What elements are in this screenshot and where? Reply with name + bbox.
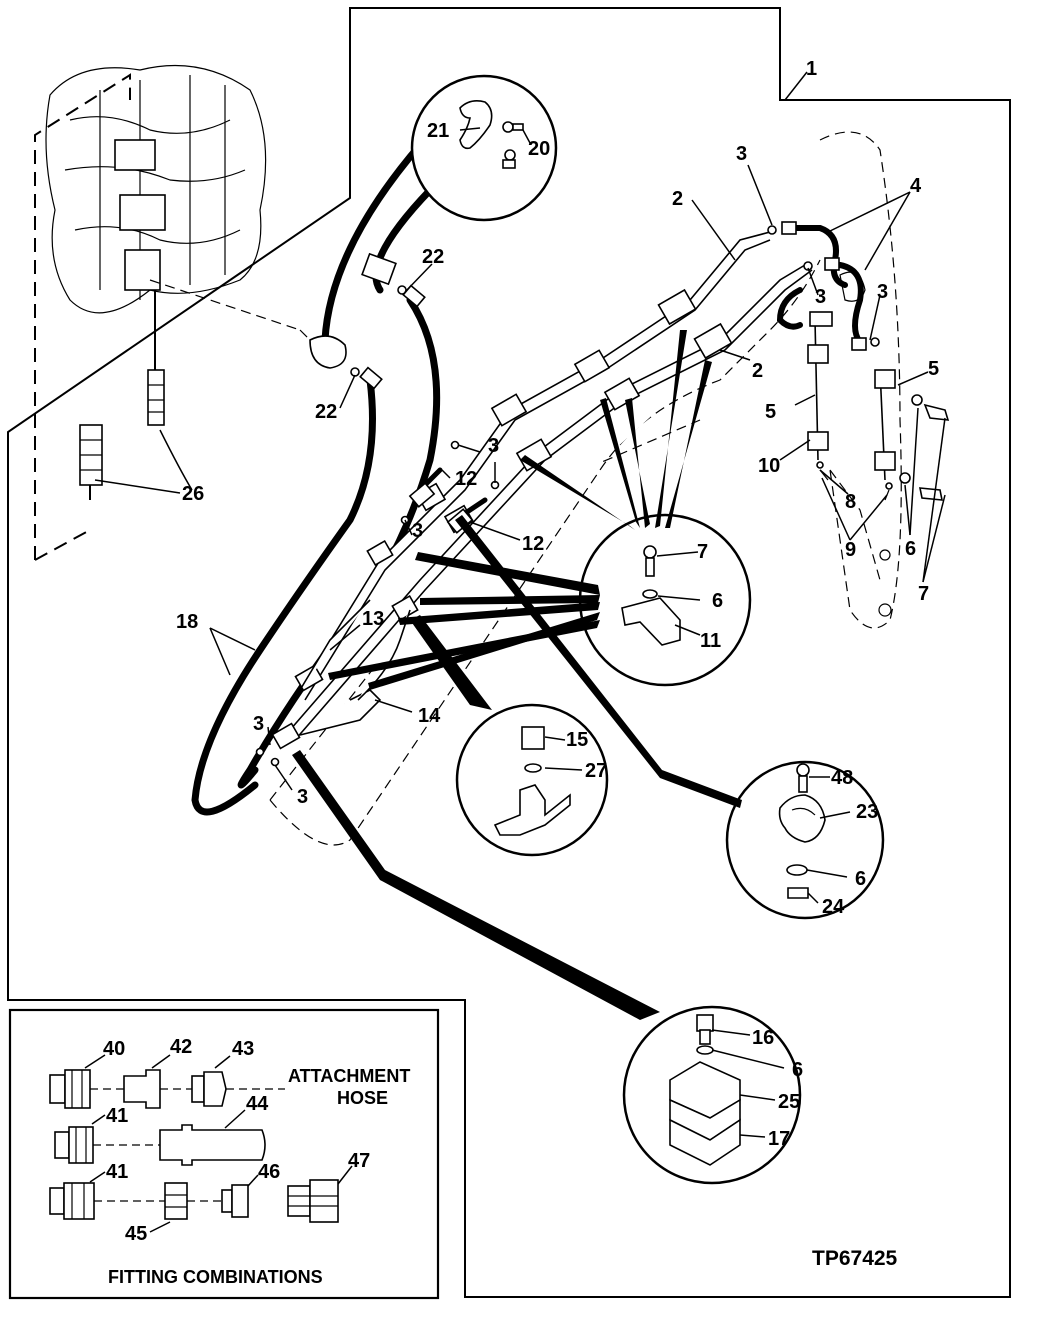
- detail-circle-clamp-48-23-6-24: [725, 760, 885, 920]
- callout-25: 25: [778, 1091, 800, 1113]
- border-frame: [7, 7, 1011, 1298]
- callout-14: 14: [418, 705, 441, 727]
- callout-41: 41: [106, 1105, 128, 1127]
- callout-20: 20: [528, 138, 550, 160]
- callout-17: 17: [768, 1128, 790, 1150]
- callout-48: 48: [831, 767, 853, 789]
- callout-3: 3: [736, 143, 747, 165]
- callout-12: 12: [455, 468, 477, 490]
- callout-26: 26: [182, 483, 204, 505]
- engine-assembly: [34, 64, 301, 561]
- detail-circle-clamp-21-20: [410, 74, 558, 222]
- callout-22: 22: [422, 246, 444, 268]
- callout-10: 10: [758, 455, 780, 477]
- hose-label: HOSE: [337, 1088, 388, 1108]
- callout-7: 7: [918, 583, 929, 605]
- cylinder-tubes-5: [807, 311, 950, 501]
- callout-3: 3: [253, 713, 264, 735]
- callout-45: 45: [125, 1223, 147, 1245]
- attachment-label: ATTACHMENT: [288, 1066, 410, 1086]
- callout-44: 44: [246, 1093, 269, 1115]
- callout-7: 7: [697, 541, 708, 563]
- callout-27: 27: [585, 760, 607, 782]
- callout-42: 42: [170, 1036, 192, 1058]
- callout-24: 24: [822, 896, 845, 918]
- callout-46: 46: [258, 1161, 280, 1183]
- callout-3: 3: [815, 286, 826, 308]
- callout-43: 43: [232, 1038, 254, 1060]
- detail-circle-clamp-7-6-11: [578, 513, 752, 687]
- boom-tubes-2: [289, 231, 813, 741]
- callout-16: 16: [752, 1027, 774, 1049]
- callout-5: 5: [928, 358, 939, 380]
- callout-6: 6: [792, 1059, 803, 1081]
- callout-15: 15: [566, 729, 588, 751]
- callout-11: 11: [700, 630, 721, 652]
- detail-circle-fitting-15-27: [455, 703, 609, 857]
- callout-1: 1: [806, 58, 817, 80]
- callout-2: 2: [752, 360, 763, 382]
- callout-5: 5: [765, 401, 776, 423]
- callout-41: 41: [106, 1161, 128, 1183]
- callout-23: 23: [856, 801, 878, 823]
- fitting-22-upper: [361, 252, 426, 308]
- callout-3: 3: [877, 281, 888, 303]
- drawing-code: TP67425: [812, 1247, 898, 1270]
- callout-labels: 1 2 2 3 3 3 3 3 3 3 4 5 5 6 6 6 6 7 7 8 …: [103, 58, 939, 1245]
- callout-6: 6: [905, 538, 916, 560]
- detail-circle-clamp-stack-16-6-25-17: [622, 1005, 802, 1185]
- callout-leaders: [209, 71, 946, 791]
- hoses-4: [776, 221, 867, 351]
- callout-9: 9: [845, 539, 856, 561]
- callout-4: 4: [910, 175, 922, 197]
- fitting-22-lower: [309, 335, 383, 390]
- inset-title: FITTING COMBINATIONS: [108, 1267, 323, 1287]
- callout-22: 22: [315, 401, 337, 423]
- callout-47: 47: [348, 1150, 370, 1172]
- callout-6: 6: [712, 590, 723, 612]
- hoses-12: [408, 467, 488, 534]
- callout-3: 3: [412, 520, 423, 542]
- callout-12: 12: [522, 533, 544, 555]
- callout-18: 18: [176, 611, 198, 633]
- callout-8: 8: [845, 491, 856, 513]
- hose-bundle-18: [191, 141, 444, 816]
- beam-leaders: [292, 330, 742, 1020]
- callout-3: 3: [488, 435, 499, 457]
- callout-2: 2: [672, 188, 683, 210]
- fitting-combinations-inset: [8, 1008, 440, 1300]
- callout-6: 6: [855, 868, 866, 890]
- glow-plug-26: [79, 369, 193, 500]
- callout-21: 21: [427, 120, 449, 142]
- callout-3: 3: [297, 786, 308, 808]
- callout-40: 40: [103, 1038, 125, 1060]
- callout-13: 13: [362, 608, 384, 630]
